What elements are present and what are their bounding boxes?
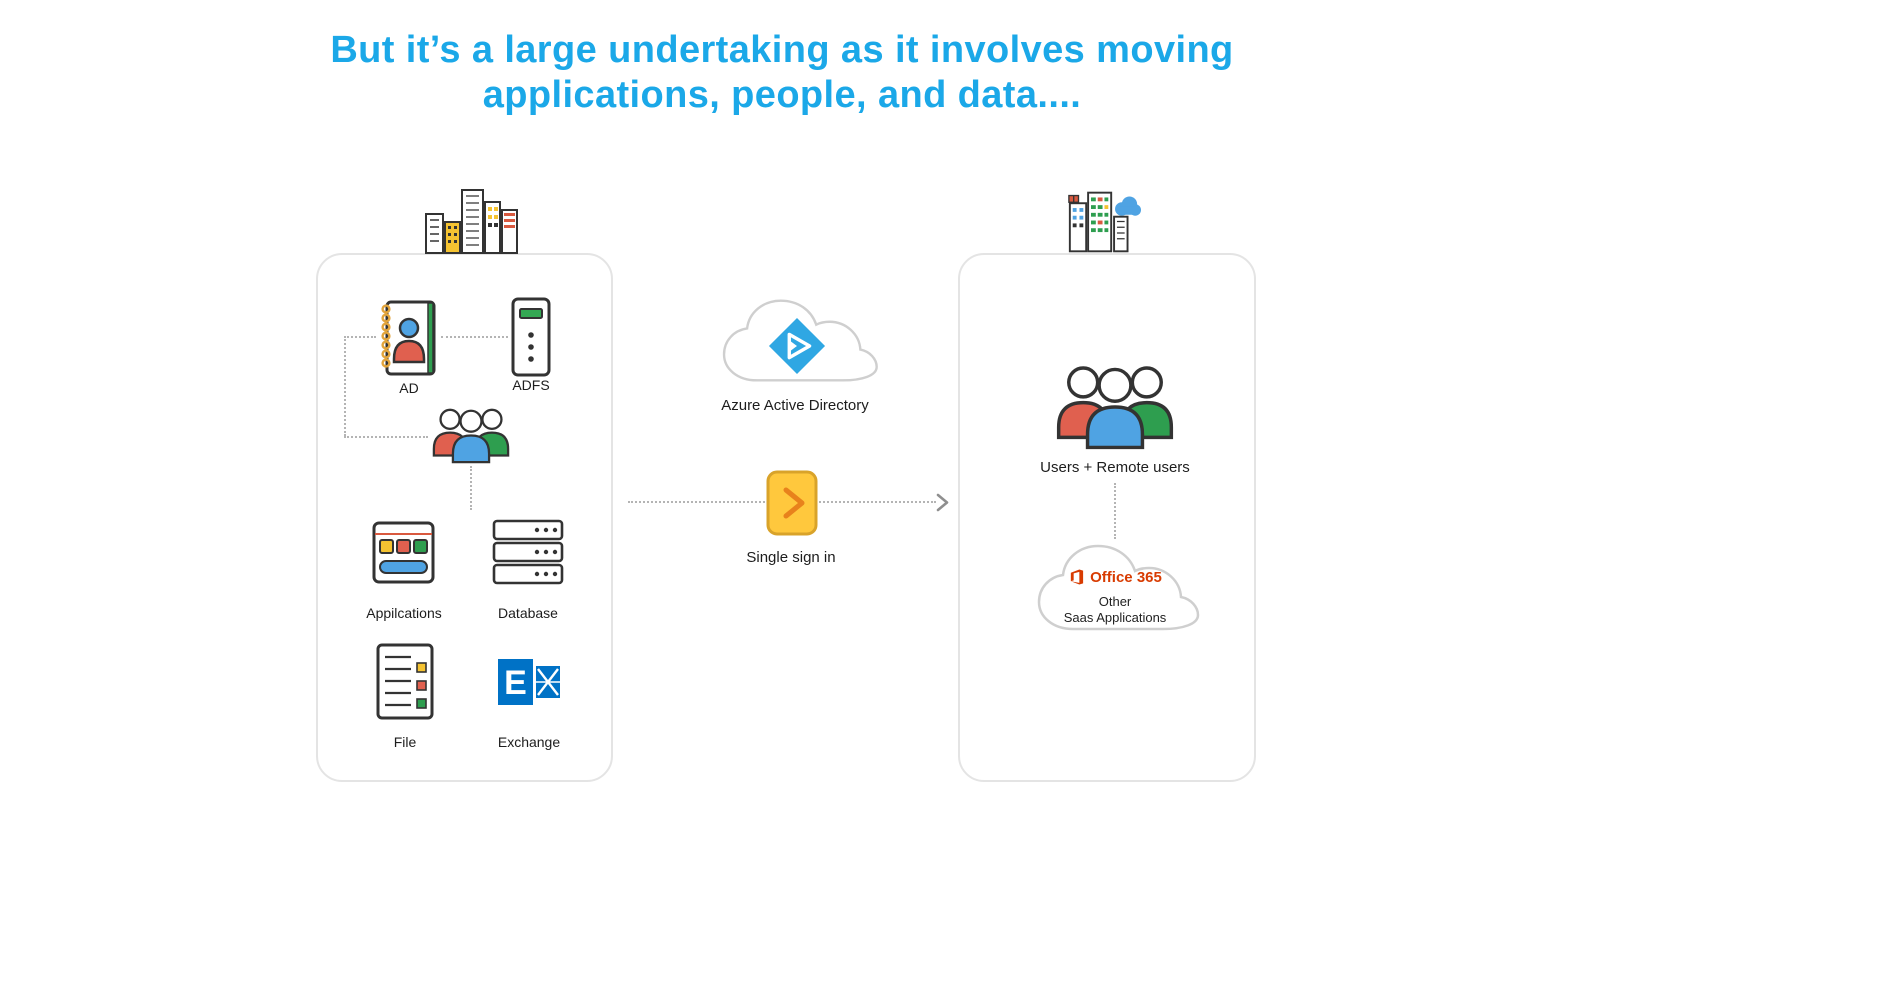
connector-left-users	[344, 436, 428, 438]
azure-ad-diamond-icon	[768, 317, 826, 375]
ad-label: AD	[399, 380, 419, 396]
exchange-label: Exchange	[497, 734, 561, 750]
remote-users-group-icon	[1050, 362, 1180, 452]
connector-users-down	[470, 466, 472, 510]
active-directory-icon	[376, 299, 438, 377]
connector-left-vertical	[344, 336, 346, 436]
title-line-1: But it’s a large undertaking as it invol…	[330, 29, 1234, 71]
page-title: But it’s a large undertaking as it invol…	[162, 28, 1402, 118]
adfs-label: ADFS	[512, 377, 550, 393]
database-label: Database	[498, 605, 558, 621]
adfs-server-icon	[511, 297, 551, 377]
exchange-letter: E	[504, 664, 527, 702]
office-saas-label: Saas Applications	[1063, 610, 1167, 625]
city-buildings-icon	[424, 184, 519, 254]
applications-label: Appilcations	[366, 605, 442, 621]
connector-users-office	[1114, 483, 1116, 539]
single-sign-in-icon	[766, 470, 818, 536]
flow-arrowhead-icon	[936, 493, 949, 512]
cloud-city-buildings-icon	[1066, 189, 1141, 254]
office-other-label: Other	[1098, 594, 1132, 609]
office-365-label: Office 365	[1090, 568, 1162, 586]
applications-icon	[372, 521, 435, 584]
single-sign-in-label: Single sign in	[746, 549, 836, 566]
file-label: File	[393, 734, 417, 750]
cloud-panel	[958, 253, 1256, 782]
office-365-logo-row: Office 365	[1035, 568, 1195, 586]
file-icon	[376, 643, 434, 720]
connector-ad-adfs	[441, 336, 508, 338]
database-icon	[492, 519, 564, 585]
title-line-2: applications, people, and data....	[482, 74, 1082, 116]
azure-ad-label: Azure Active Directory	[721, 397, 869, 414]
connector-ad-left	[344, 336, 376, 338]
exchange-icon: E	[498, 655, 560, 709]
office-365-logo-icon	[1068, 568, 1085, 586]
users-group-icon	[428, 406, 514, 465]
office-cloud-icon	[1025, 537, 1205, 637]
on-premises-panel	[316, 253, 613, 782]
remote-users-label: Users + Remote users	[1040, 459, 1190, 476]
